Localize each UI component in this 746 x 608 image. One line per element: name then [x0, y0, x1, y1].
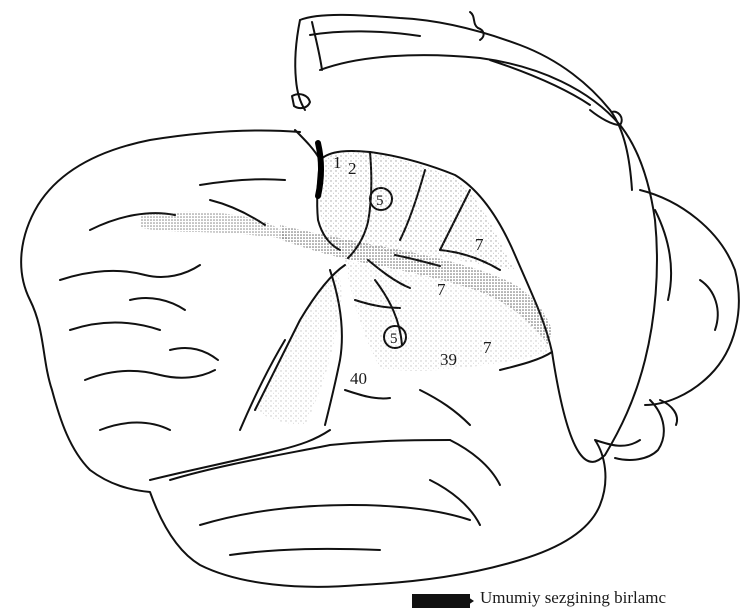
legend-swatch: [412, 594, 470, 608]
label-area-5-upper: 5: [376, 193, 384, 209]
label-area-1: 1: [333, 153, 342, 172]
lateral-fissure: [150, 430, 330, 480]
label-area-2: 2: [348, 159, 357, 178]
legend-text: Umumiy sezgining birlamc: [480, 588, 666, 607]
area-stipple-gyrus: [140, 212, 290, 240]
label-area-5-lower: 5: [390, 331, 398, 347]
primary-sensory-mark: [318, 143, 321, 196]
label-area-7-lower: 7: [483, 338, 492, 357]
area-stipple-opercular: [255, 270, 341, 425]
legend: Umumiy sezgining birlamc: [412, 588, 746, 608]
label-area-40: 40: [350, 369, 367, 388]
label-area-7-mid: 7: [437, 280, 446, 299]
label-area-7-upper: 7: [475, 235, 484, 254]
label-area-39: 39: [440, 350, 457, 369]
temporal-lobe: [170, 440, 450, 480]
